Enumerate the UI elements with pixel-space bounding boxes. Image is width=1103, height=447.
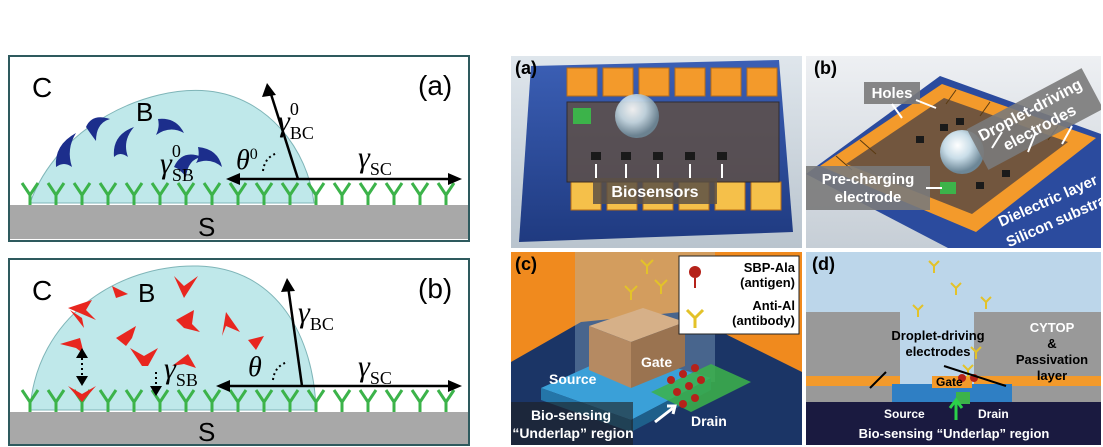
sbp-ala-label: SBP-Ala [744,260,796,275]
wetting-diagram-b: C B S (b) γBC γSB θ γSC [8,258,470,446]
bio-sensing-label-d: Bio-sensing “Underlap” region [859,426,1050,441]
substrate-s-b [10,412,468,444]
chevron-molecules-b [60,276,264,402]
panel-label-b: (b) [418,273,452,304]
receptor-y [410,389,430,412]
cytop-label: CYTOP [1030,320,1075,335]
schematic-panel-b: C B S (b) γBC γSB θ γSC [8,258,470,446]
gamma-sc-label-a: γSC [358,141,392,179]
receptor-row-a [20,182,456,205]
receptor-y [332,389,352,412]
gamma-bc-label: γBC [298,296,334,334]
droplet-driving-label-d1: Droplet-driving [891,328,984,343]
precharging-label-2: electrode [835,189,902,206]
anti-al-label: Anti-Al [752,298,795,313]
receptor-y [72,182,92,205]
gamma-sb0-label: γSB0 [160,141,194,185]
transistor-render-c-art: (c) SBP-Ala (antigen) Anti-Al (antibody)… [511,252,802,445]
chip-render-a-art: (a) Biosensors [511,56,802,248]
region-c-label-b: C [32,275,52,306]
panel-label-ra: (a) [515,58,537,78]
substrate-s-a [10,205,468,239]
receptor-y [228,182,248,205]
receptor-y [202,182,222,205]
cross-section-d-art: (d) CYTOP & Passivation layer Droplet-dr… [806,252,1101,445]
region-b-label-a: B [136,97,153,127]
receptor-y [384,182,404,205]
holes-label: Holes [872,85,913,102]
passivation-label: Passivation [1016,352,1088,367]
panel-label-a: (a) [418,70,452,101]
drain-label-c: Drain [691,413,727,429]
receptor-y [254,182,274,205]
antigen-label: (antigen) [740,275,795,290]
receptor-y [436,389,456,412]
receptor-y [358,389,378,412]
region-b-label-b: B [138,278,155,308]
cross-section-d: (d) CYTOP & Passivation layer Droplet-dr… [806,252,1101,445]
crescent-molecules-a [55,117,222,177]
receptor-y [228,389,248,412]
schematic-panel-a: C B S (a) γBC0 γSB0 θ0 γSC [8,55,470,242]
region-c-label-a: C [32,72,52,103]
receptor-y [98,182,118,205]
bio-sensing-label-c1: Bio-sensing [531,407,611,423]
precharging-label-1: Pre-charging [822,171,915,188]
droplet-b-b [29,265,317,411]
receptor-y [306,389,326,412]
receptor-y [98,389,118,412]
biosensors-label: Biosensors [611,184,698,201]
receptor-y [150,182,170,205]
amp-label: & [1047,336,1056,351]
antibody-label: (antibody) [732,313,795,328]
chip-render-a: (a) Biosensors [511,56,802,248]
receptor-y [20,389,40,412]
receptor-y [254,389,274,412]
source-label-c: Source [549,371,597,387]
region-s-label-b: S [198,417,215,446]
receptor-y [46,182,66,205]
gamma-sc-label-b: γSC [358,350,392,388]
receptor-y [124,389,144,412]
receptor-y [46,389,66,412]
theta-label: θ [248,352,262,383]
receptor-y [280,182,300,205]
region-s-label-a: S [198,212,215,242]
chip-render-b: (b) Holes Droplet-driving electrodes Pre… [806,56,1101,248]
droplet-driving-label-d2: electrodes [905,344,970,359]
gate-label-c: Gate [641,354,672,370]
bio-sensing-label-c2: “Underlap” region [512,425,633,441]
panel-label-rb: (b) [814,58,837,78]
gamma-bc0-label: γBC0 [278,99,314,143]
receptor-y [410,182,430,205]
receptor-y [358,182,378,205]
receptor-y [202,389,222,412]
receptor-y [384,389,404,412]
layer-label: layer [1037,368,1067,383]
receptor-y [124,182,144,205]
gate-label-d: Gate [936,375,963,389]
receptor-y [176,182,196,205]
receptor-y [332,182,352,205]
transistor-render-c: (c) SBP-Ala (antigen) Anti-Al (antibody)… [511,252,802,445]
gamma-sb-label: γSB [164,352,198,390]
panel-label-rc: (c) [515,254,537,274]
wetting-diagram-a: C B S (a) γBC0 γSB0 θ0 γSC [8,55,470,242]
receptor-row-b [20,389,456,412]
theta0-label: θ0 [236,145,258,176]
receptor-y [436,182,456,205]
panel-label-rd: (d) [812,254,835,274]
receptor-y [20,182,40,205]
receptor-y [280,389,300,412]
chip-render-b-art: (b) Holes Droplet-driving electrodes Pre… [806,56,1101,248]
receptor-y [176,389,196,412]
source-label-d: Source [884,407,925,421]
receptor-y [150,389,170,412]
receptor-y [306,182,326,205]
drain-label-d: Drain [978,407,1009,421]
